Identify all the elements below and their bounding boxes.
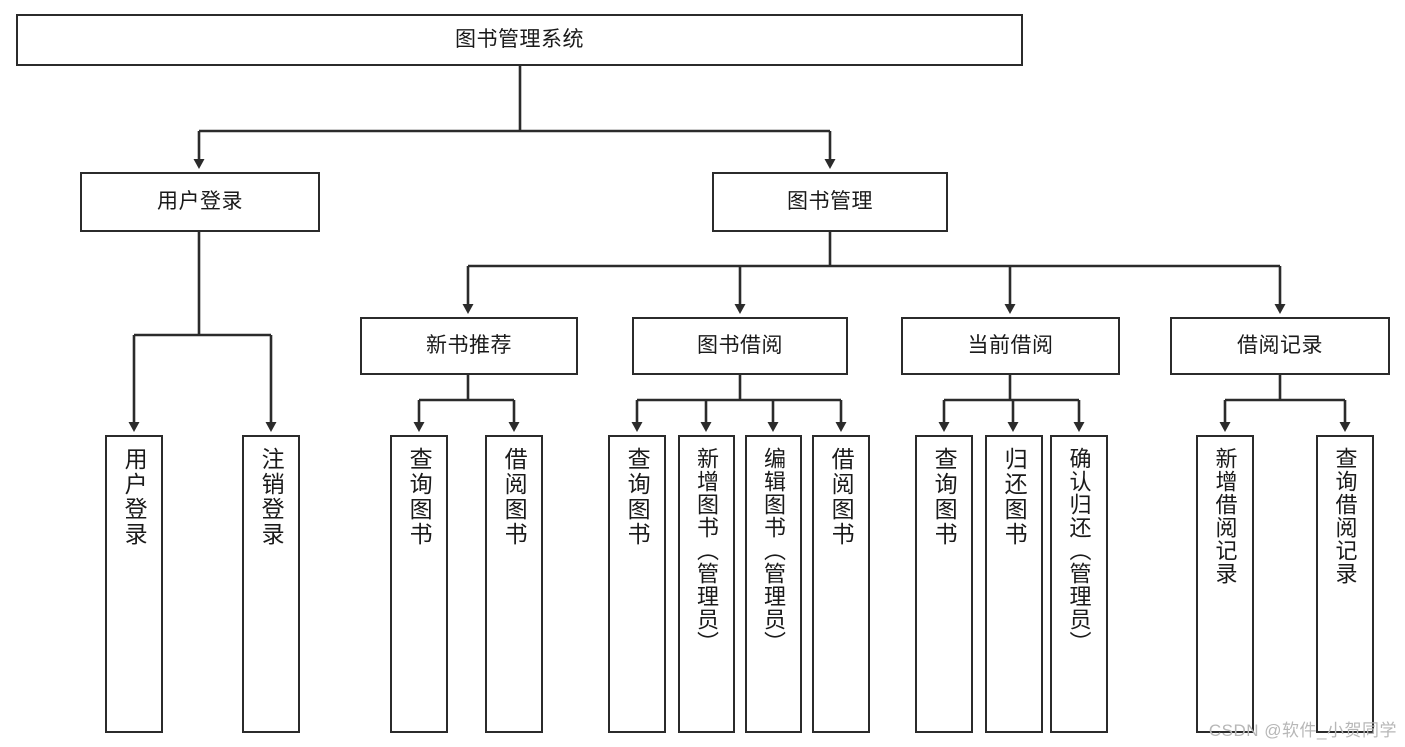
node-leaf-add-book[interactable]: 新增图书（管理员） xyxy=(678,435,735,733)
node-leaf-add-record[interactable]: 新增借阅记录 xyxy=(1196,435,1254,733)
node-root[interactable]: 图书管理系统 xyxy=(16,14,1023,66)
node-book-management-label: 图书管理 xyxy=(787,189,873,213)
node-book-borrow-label: 图书借阅 xyxy=(697,333,783,357)
node-new-book-recommend-label: 新书推荐 xyxy=(426,333,512,357)
node-leaf-edit-book-label: 编辑图书（管理员） xyxy=(761,447,787,654)
node-leaf-borrow-book-1[interactable]: 借阅图书 xyxy=(485,435,543,733)
node-borrow-record[interactable]: 借阅记录 xyxy=(1170,317,1390,375)
csdn-watermark: CSDN @软件_小贺同学 xyxy=(1208,721,1397,740)
node-new-book-recommend[interactable]: 新书推荐 xyxy=(360,317,578,375)
node-root-label: 图书管理系统 xyxy=(455,27,584,51)
node-user-login[interactable]: 用户登录 xyxy=(80,172,320,232)
node-leaf-query-book-1-label: 查询图书 xyxy=(406,447,433,547)
node-book-management[interactable]: 图书管理 xyxy=(712,172,948,232)
node-leaf-user-login[interactable]: 用户登录 xyxy=(105,435,163,733)
node-leaf-user-login-label: 用户登录 xyxy=(121,447,148,547)
node-leaf-return-book-label: 归还图书 xyxy=(1001,447,1028,547)
node-leaf-query-book-3[interactable]: 查询图书 xyxy=(915,435,973,733)
node-leaf-query-book-2[interactable]: 查询图书 xyxy=(608,435,666,733)
node-leaf-query-book-2-label: 查询图书 xyxy=(624,447,651,547)
node-current-borrow-label: 当前借阅 xyxy=(967,333,1054,357)
node-current-borrow[interactable]: 当前借阅 xyxy=(901,317,1120,375)
node-user-login-label: 用户登录 xyxy=(157,189,243,213)
node-leaf-edit-book[interactable]: 编辑图书（管理员） xyxy=(745,435,802,733)
node-leaf-add-record-label: 新增借阅记录 xyxy=(1212,447,1238,585)
node-leaf-confirm-return[interactable]: 确认归还（管理员） xyxy=(1050,435,1108,733)
node-leaf-user-logout[interactable]: 注销登录 xyxy=(242,435,300,733)
node-book-borrow[interactable]: 图书借阅 xyxy=(632,317,848,375)
node-leaf-borrow-book-2-label: 借阅图书 xyxy=(828,447,855,547)
node-leaf-borrow-book-1-label: 借阅图书 xyxy=(501,447,528,547)
node-leaf-user-logout-label: 注销登录 xyxy=(258,447,285,547)
node-leaf-borrow-book-2[interactable]: 借阅图书 xyxy=(812,435,870,733)
node-borrow-record-label: 借阅记录 xyxy=(1237,333,1323,357)
node-leaf-add-book-label: 新增图书（管理员） xyxy=(694,447,720,654)
node-leaf-query-book-1[interactable]: 查询图书 xyxy=(390,435,448,733)
node-leaf-query-book-3-label: 查询图书 xyxy=(931,447,958,547)
node-leaf-query-record[interactable]: 查询借阅记录 xyxy=(1316,435,1374,733)
node-leaf-confirm-return-label: 确认归还（管理员） xyxy=(1066,447,1092,654)
node-leaf-return-book[interactable]: 归还图书 xyxy=(985,435,1043,733)
node-leaf-query-record-label: 查询借阅记录 xyxy=(1332,447,1358,585)
